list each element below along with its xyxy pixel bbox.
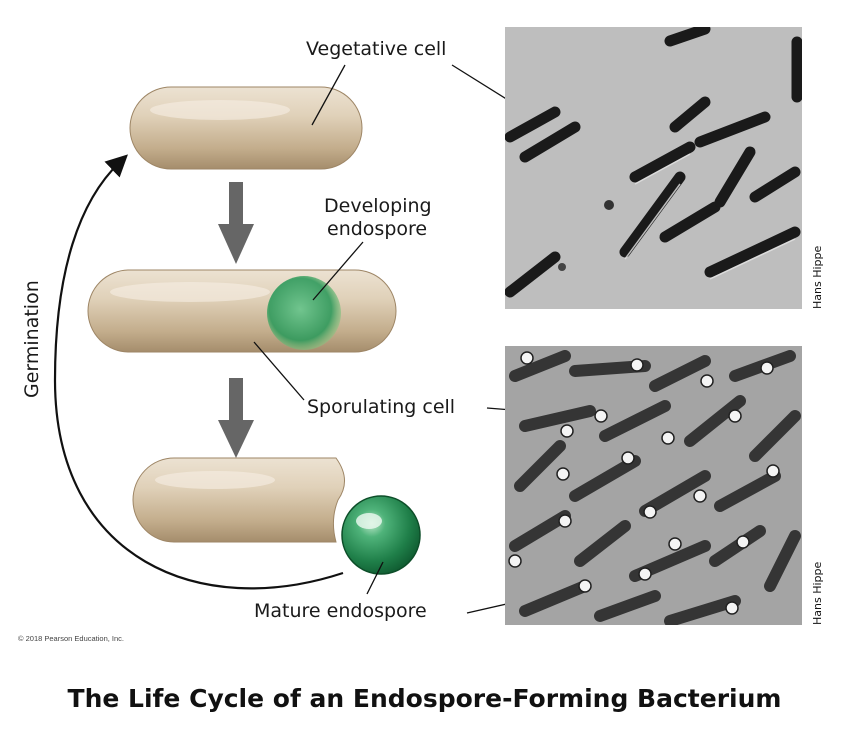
developing-endospore-label-line1: Developing xyxy=(324,195,432,217)
sporulating-cell-label: Sporulating cell xyxy=(307,396,456,418)
mature-endospore-illustration xyxy=(341,495,421,575)
photo-credit-bottom: Hans Hippe xyxy=(811,561,824,625)
vegetative-cell-micrograph xyxy=(505,27,802,309)
lysed-mother-cell-illustration xyxy=(132,457,345,543)
developing-endospore-label-line2: endospore xyxy=(327,218,428,240)
germination-label: Germination xyxy=(21,280,43,398)
copyright-notice: © 2018 Pearson Education, Inc. xyxy=(18,634,125,643)
sporulating-cell-illustration xyxy=(87,269,397,353)
down-arrow-icon xyxy=(218,378,254,458)
sporulating-cell-micrograph xyxy=(505,346,802,625)
down-arrow-icon xyxy=(218,182,254,264)
mature-endospore-label: Mature endospore xyxy=(254,600,427,622)
developing-endospore-illustration xyxy=(267,276,341,350)
figure-title: The Life Cycle of an Endospore-Forming B… xyxy=(67,684,782,713)
photo-credit-top: Hans Hippe xyxy=(811,245,824,309)
vegetative-cell-illustration xyxy=(129,86,363,170)
germination-arrow xyxy=(53,154,344,590)
vegetative-cell-label: Vegetative cell xyxy=(306,38,447,60)
